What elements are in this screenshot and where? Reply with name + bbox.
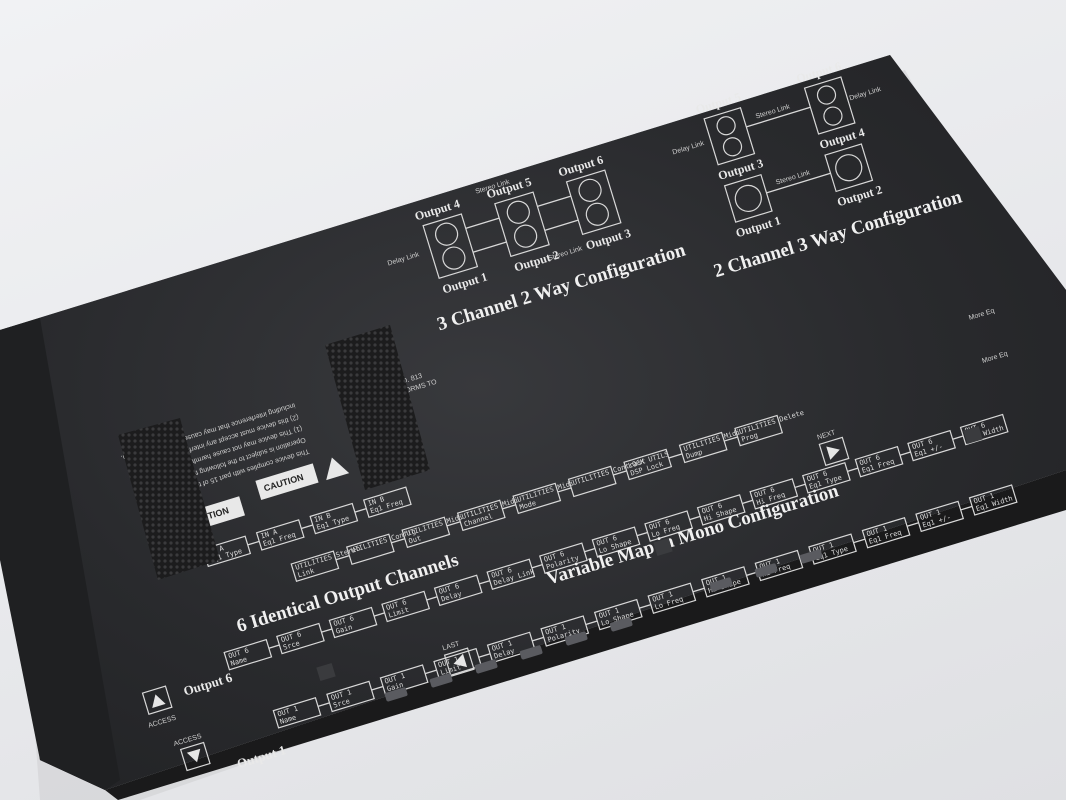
rack-ear — [0, 318, 120, 790]
bracket-clip — [316, 662, 336, 682]
menu-map-arrow — [557, 487, 572, 493]
menu-map-arrow — [692, 587, 705, 593]
menu-map-arrow — [847, 467, 859, 472]
velcro-pad-left — [118, 418, 220, 580]
menu-map-arrow — [960, 505, 973, 511]
menu-map-arrow — [371, 685, 384, 691]
menu-map-arrow — [906, 522, 919, 527]
speaker-cone — [585, 202, 609, 226]
front-panel-button[interactable] — [754, 563, 778, 578]
menu-map-arrow — [952, 435, 964, 440]
menu-map-arrow — [479, 580, 490, 585]
last-button[interactable] — [443, 647, 475, 677]
menu-map-arrow — [391, 538, 405, 544]
menu-map-arrow — [268, 644, 280, 649]
menu-map-arrow — [668, 453, 683, 459]
speaker-box-5-2 — [494, 191, 550, 258]
menu-map-arrow — [301, 524, 313, 530]
access-up-button[interactable] — [141, 685, 173, 715]
speaker-cone — [823, 106, 843, 126]
speaker-cone — [578, 178, 602, 202]
speaker-cone — [434, 222, 459, 246]
triangle-down-icon — [186, 748, 201, 763]
access-down-button[interactable] — [179, 741, 211, 772]
menu-map-arrow — [585, 620, 598, 626]
speaker-cone — [506, 200, 530, 224]
speaker-cone — [734, 184, 762, 213]
speaker-box-6-3 — [565, 169, 622, 236]
menu-map-arrow — [317, 702, 330, 708]
menu-map-arrow — [424, 669, 437, 675]
menu-map-arrow — [502, 504, 516, 510]
speaker-cone — [442, 246, 466, 270]
link-lines — [465, 195, 579, 253]
speaker-cone — [816, 85, 837, 105]
front-panel-buttons — [384, 549, 823, 702]
front-panel-button[interactable] — [429, 673, 453, 688]
bracket-clip — [963, 425, 983, 445]
bracket-clip — [653, 537, 673, 557]
front-panel-button[interactable] — [474, 659, 498, 674]
triangle-left-icon — [453, 653, 468, 668]
front-panel-button[interactable] — [564, 631, 588, 646]
front-panel-button[interactable] — [384, 687, 408, 702]
speaker-box-5-3 — [703, 106, 756, 166]
menu-map-arrow — [689, 515, 701, 521]
menu-map-arrow — [532, 636, 544, 642]
menu-map-arrow — [639, 604, 652, 609]
speaker-box-6-4 — [803, 76, 856, 135]
menu-map-arrow — [853, 538, 866, 544]
triangle-up-icon — [152, 694, 166, 708]
front-panel-button[interactable] — [799, 549, 823, 564]
menu-map-arrow — [426, 596, 438, 601]
menu-map-arrow — [373, 612, 385, 617]
menu-map-arrow — [613, 470, 627, 476]
menu-map-arrow — [335, 555, 350, 561]
next-button[interactable] — [818, 436, 850, 467]
front-panel-button[interactable] — [709, 577, 733, 592]
menu-map-arrow — [724, 436, 738, 442]
menu-map-arrow — [899, 451, 911, 456]
speaker-box-4-1 — [422, 213, 479, 280]
menu-map-arrow — [247, 540, 260, 546]
menu-map-arrow — [354, 508, 367, 513]
speaker-cone — [716, 116, 736, 136]
front-panel-button[interactable] — [609, 617, 633, 632]
velcro-pad-center — [325, 325, 430, 490]
stereo-link-lines — [746, 106, 831, 194]
speaker-cone — [835, 154, 863, 182]
front-panel-button[interactable] — [519, 645, 543, 660]
menu-map-arrow — [531, 563, 543, 569]
menu-map-arrow — [794, 483, 806, 489]
menu-map-arrow — [321, 628, 333, 633]
caution-sticker: CAUTION — [255, 463, 319, 501]
menu-map-arrow — [446, 521, 461, 527]
speaker-cone — [514, 224, 538, 248]
info-triangle-icon — [326, 457, 350, 481]
menu-map-arrow — [478, 653, 491, 658]
menu-map-box-label: Out — [408, 534, 422, 545]
menu-map-arrow — [636, 531, 648, 537]
triangle-right-icon — [826, 446, 840, 460]
menu-map-arrow — [742, 499, 753, 505]
menu-map-arrow — [584, 547, 596, 553]
panel-scuff — [0, 55, 1066, 790]
speaker-cone — [722, 137, 743, 157]
